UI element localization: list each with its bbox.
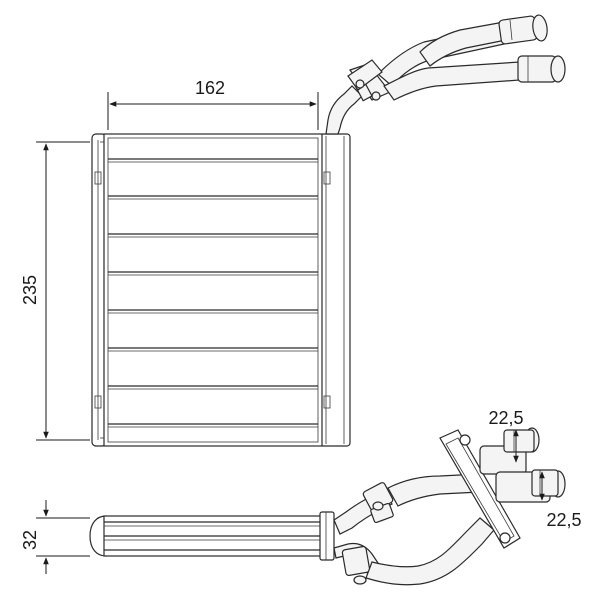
- front-view: [91, 14, 566, 447]
- pipe-spacing-top-label: 22,5: [488, 408, 523, 428]
- dimension-pipe-spacing-bottom: 22,5: [539, 471, 582, 530]
- pipe-spacing-bottom-label: 22,5: [546, 510, 581, 530]
- plan-view: [89, 427, 566, 586]
- dimension-pipe-spacing-top: 22,5: [488, 408, 524, 463]
- core-frame: [103, 133, 323, 447]
- dimension-depth: 32: [20, 500, 90, 574]
- front-pipes: [325, 14, 566, 135]
- dimension-height: 235: [20, 141, 90, 441]
- fin-lines: [108, 158, 318, 428]
- height-dimension-label: 235: [20, 275, 40, 305]
- width-dimension-label: 162: [195, 78, 225, 98]
- depth-dimension-label: 32: [20, 530, 40, 550]
- dimension-width: 162: [107, 78, 319, 130]
- mounting-flange: [439, 429, 521, 549]
- right-tank: [319, 133, 351, 447]
